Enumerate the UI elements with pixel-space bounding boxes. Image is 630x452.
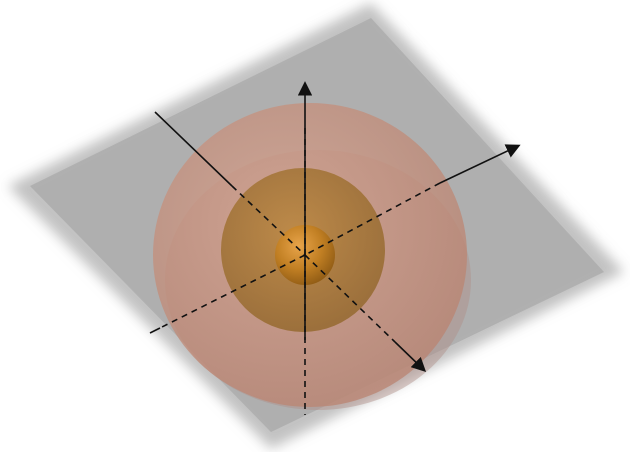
x-axis-back-hidden: [159, 254, 306, 329]
y-axis-front-hidden: [304, 254, 396, 343]
x-axis-back-outer: [149, 327, 161, 334]
axes: [149, 81, 521, 415]
y-axis-back-outer: [154, 111, 233, 187]
y-axis-front-outer: [394, 341, 427, 373]
x-axis-hidden: [304, 182, 441, 256]
x-axis-outer: [439, 144, 521, 184]
y-axis-hidden: [231, 185, 306, 256]
